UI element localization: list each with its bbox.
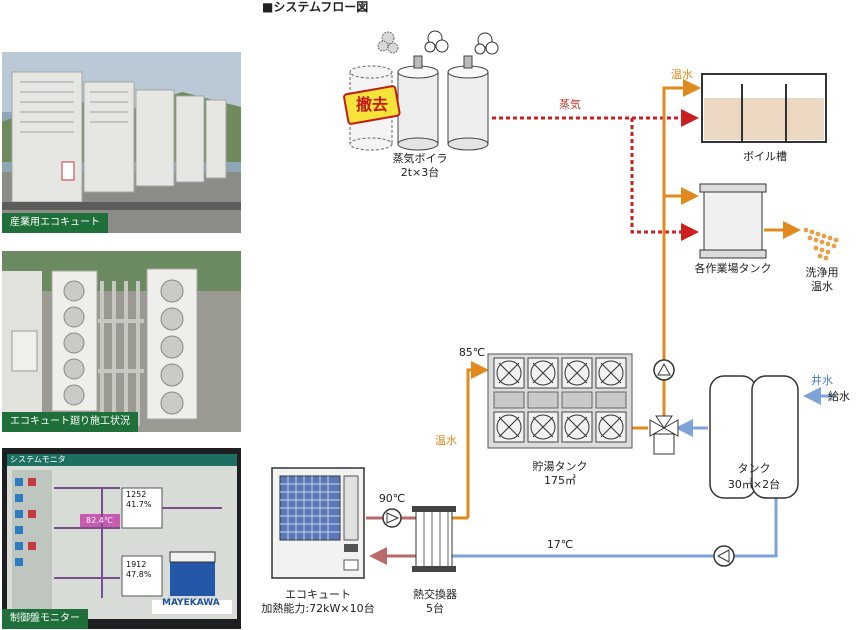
boiler-unit (447, 55, 489, 151)
boil-tank-label: ボイル槽 (743, 150, 787, 163)
photo-caption: エコキュート廻り施工状況 (2, 412, 138, 432)
hot-water-line (452, 79, 801, 520)
supply-water-label: 給水 (828, 390, 850, 403)
storage-tank-name: 貯湯タンク (532, 460, 588, 473)
photo-caption: 制御盤モニター (2, 609, 88, 629)
monitor-reading: 41.7% (126, 500, 152, 509)
well-water-label: 井水 (811, 374, 833, 387)
monitor-reading: 1252 (126, 490, 147, 499)
washing-label-line2: 温水 (811, 280, 833, 293)
monitor-reading: 1912 (126, 560, 147, 569)
boiler-name: 蒸気ボイラ (392, 152, 448, 165)
storage-tank-capacity: 175㎥ (544, 474, 576, 487)
photo-caption: 産業用エコキュート (2, 213, 108, 233)
temp-17-label: 17℃ (546, 538, 574, 551)
tank-name: タンク (737, 462, 771, 475)
monitor-reading: 47.8% (126, 570, 152, 579)
steam-boilers (343, 30, 499, 151)
hot-water-label: 温水 (671, 68, 693, 81)
washing-label-line1: 洗浄用 (805, 266, 839, 279)
photo-installation: エコキュート廻り施工状況 (2, 251, 241, 432)
temp-90-label: 90℃ (378, 492, 406, 505)
monitor-brand: MAYEKAWA (162, 598, 220, 608)
pump-icon (382, 508, 402, 528)
monitor-header: システムモニタ (10, 455, 66, 464)
washing-spray-icon (803, 227, 839, 261)
heat-exchanger (412, 506, 456, 572)
heat-exchanger-name: 熱交換器 (413, 588, 457, 601)
boil-tank (701, 73, 827, 143)
photo-control-monitor: システムモニタ MAYEKAWA 1252 41.7% 82.4℃ 1912 4… (2, 448, 241, 629)
boiler-spec: 2t×3台 (400, 166, 440, 179)
steam-line (492, 109, 699, 241)
monitor-readout-2: 1912 47.8% (126, 560, 151, 580)
water-tank (709, 375, 799, 499)
ecocute-spec: 加熱能力:72kW×10台 (261, 602, 375, 615)
monitor-readout-1: 1252 41.7% (126, 490, 151, 510)
diagram-title: ■システムフロー図 (262, 0, 369, 14)
ecocute-name: エコキュート (285, 588, 351, 601)
steam-label: 蒸気 (559, 98, 581, 111)
removed-badge-label: 撤去 (355, 95, 388, 114)
monitor-reading: 82.4℃ (86, 516, 113, 525)
storage-tank (487, 353, 633, 449)
work-tank-label: 各作業場タンク (694, 262, 772, 275)
heat-exchanger-count: 5台 (426, 602, 444, 615)
hot-water-label: 温水 (435, 434, 457, 447)
steam-puff-icon (424, 30, 499, 55)
three-way-valve-icon (649, 415, 679, 455)
photo-ecocute-units: 産業用エコキュート (2, 52, 241, 233)
temp-85-label: 85℃ (458, 346, 486, 359)
boiler-unit (397, 55, 439, 151)
pump-icon (713, 545, 735, 567)
pump-icon (653, 359, 675, 381)
removed-badge (343, 85, 401, 125)
work-tank (699, 183, 767, 259)
steam-puff-icon (377, 31, 399, 54)
ecocute-unit (271, 467, 365, 579)
washing-label: 洗浄用 温水 (794, 266, 850, 294)
tank-spec: 30㎥×2台 (727, 478, 781, 491)
